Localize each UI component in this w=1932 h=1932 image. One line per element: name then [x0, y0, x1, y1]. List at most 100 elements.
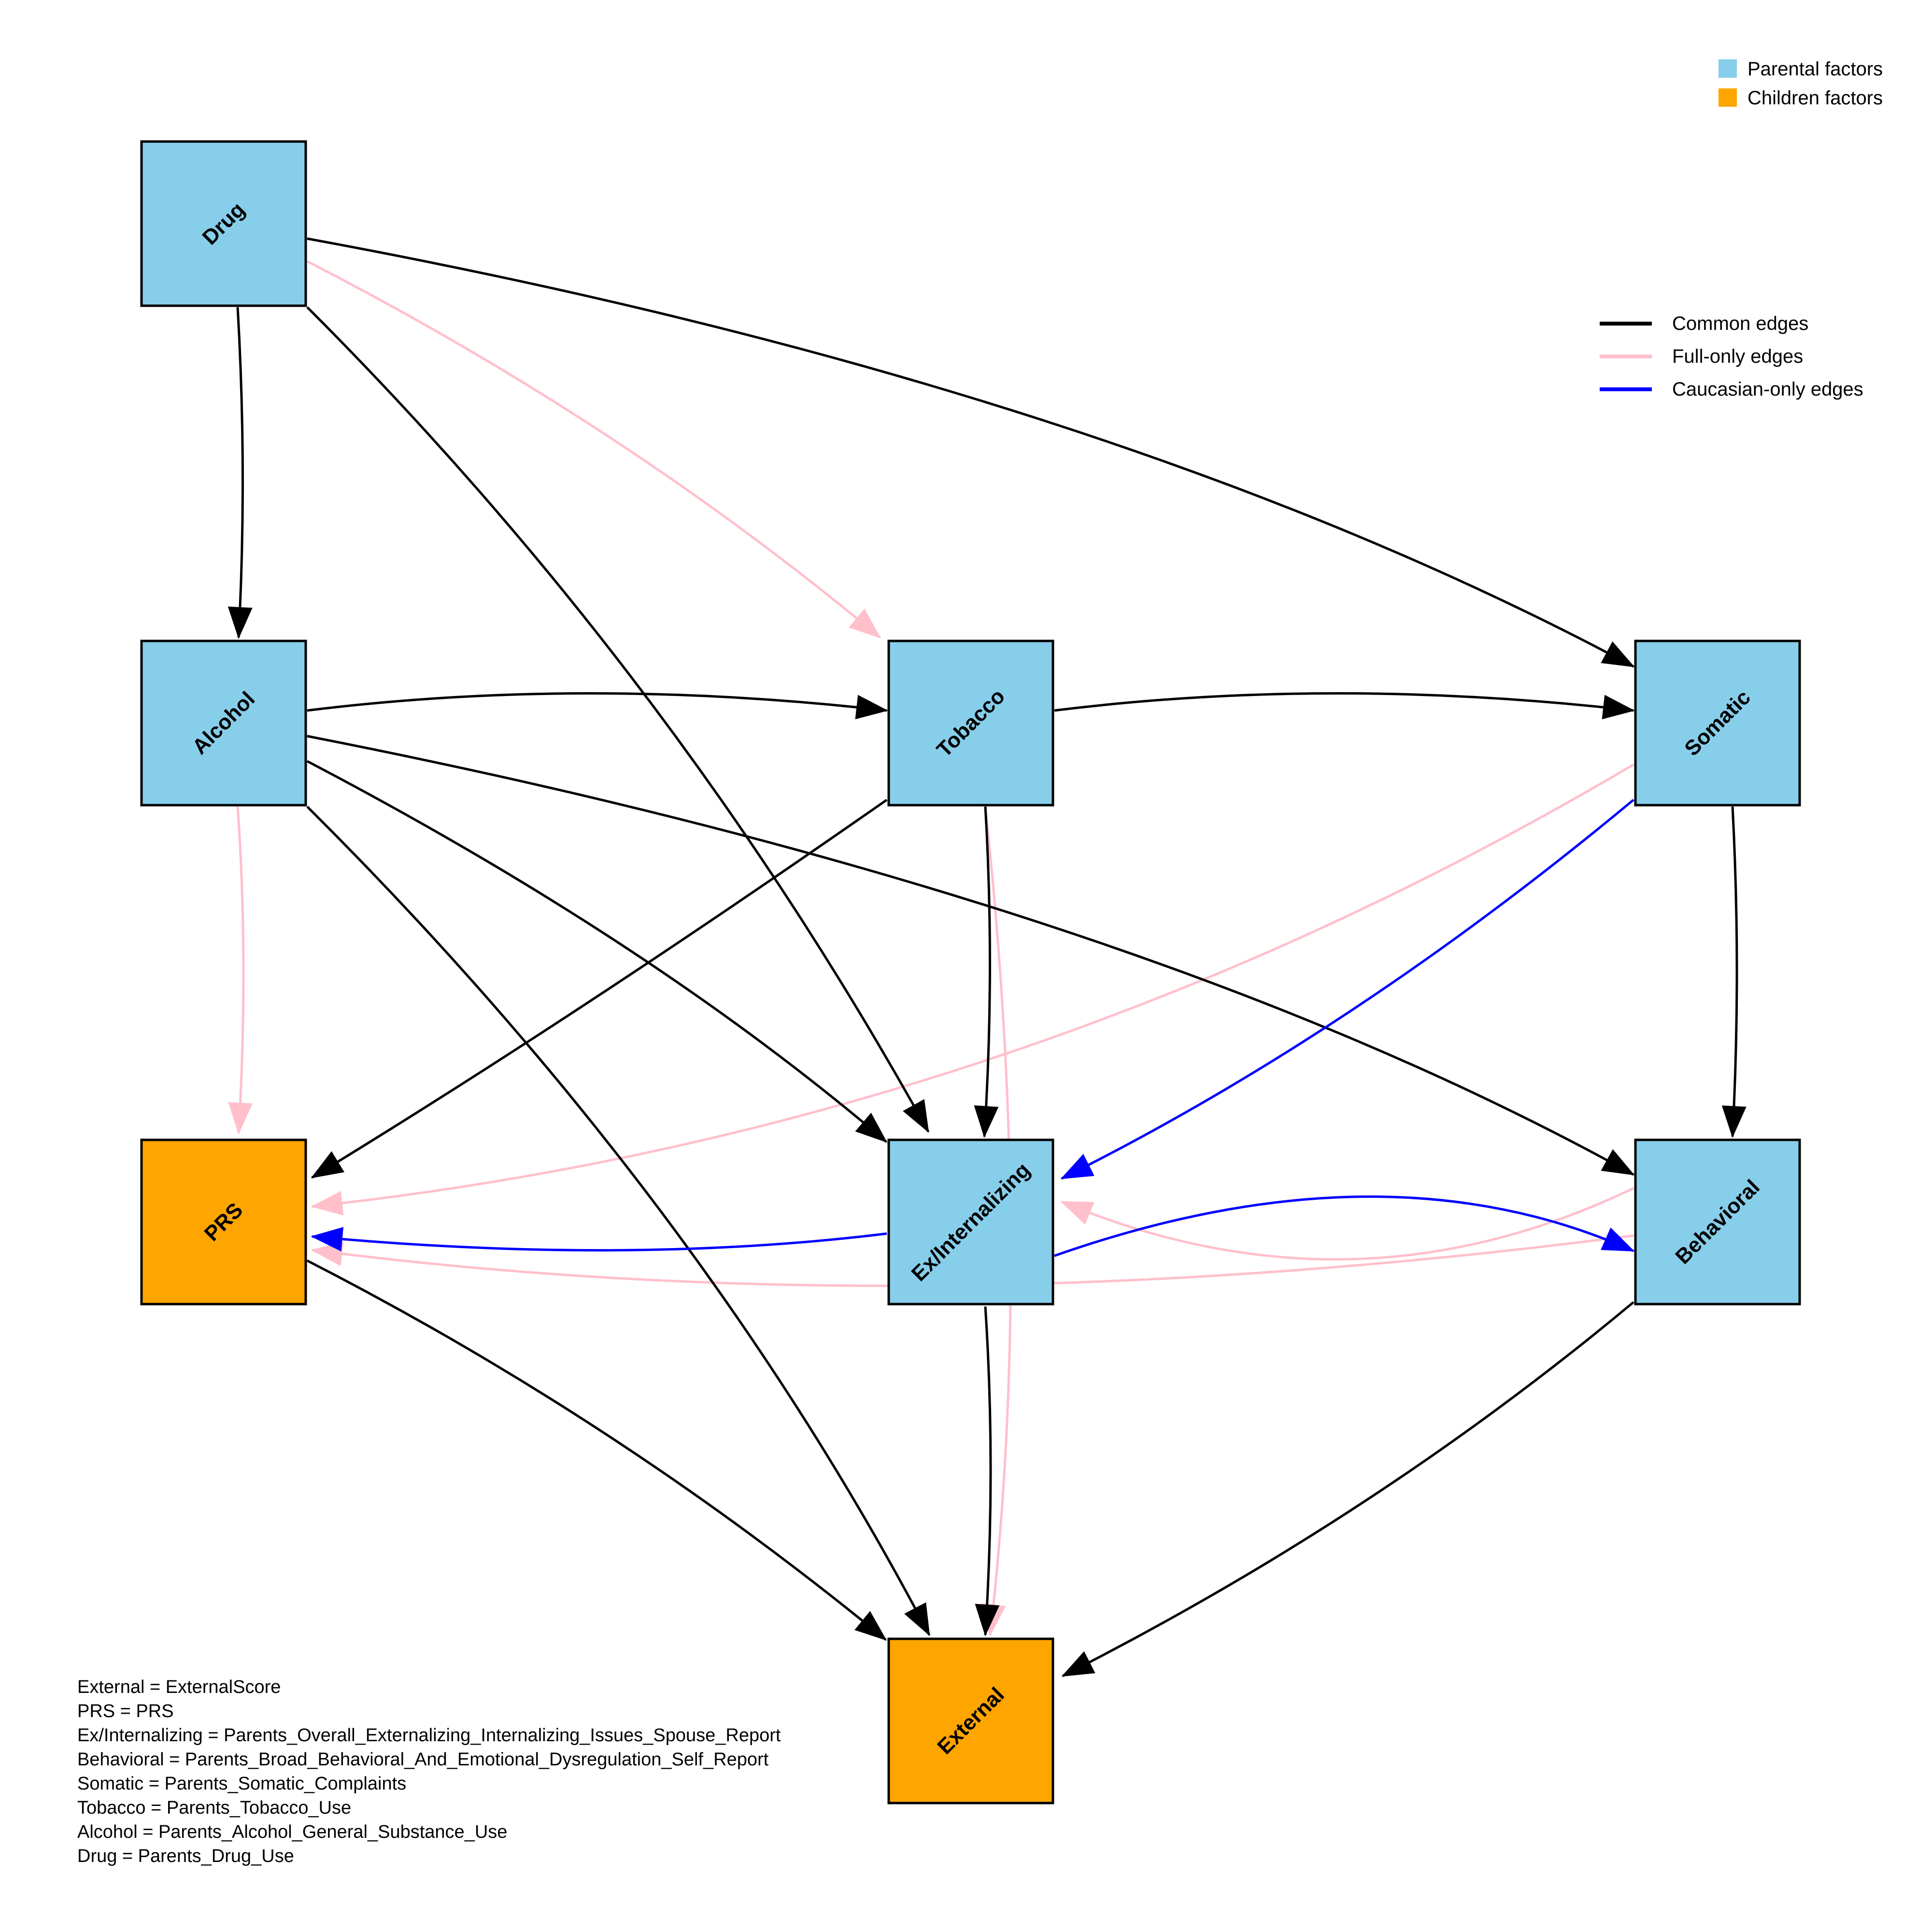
legend-node-label: Parental factors: [1747, 58, 1883, 80]
legend-edge-label: Caucasian-only edges: [1672, 379, 1863, 400]
edge-line-alcohol-prs: [236, 806, 245, 1134]
arrowhead-somatic-behavioral: [1721, 1105, 1747, 1138]
key-line: Somatic = Parents_Somatic_Complaints: [77, 1774, 406, 1794]
node-drug: Drug: [140, 140, 307, 307]
edge-line-tobacco-exint: [983, 806, 992, 1137]
node-box-somatic: [1634, 639, 1801, 807]
edge-exint-behavioral: [1054, 1195, 1635, 1257]
legend-swatch: [1719, 59, 1737, 78]
legend-node-item: Parental factors: [1719, 58, 1883, 80]
legend-edge-label: Full-only edges: [1672, 346, 1803, 367]
edges-layer: [227, 237, 1747, 1677]
edge-exint-prs: [311, 1227, 887, 1252]
legend-edge-label: Common edges: [1672, 313, 1808, 334]
edge-drug-alcohol: [227, 307, 253, 639]
edge-tobacco-somatic: [1054, 692, 1635, 720]
edge-drug-somatic: [307, 237, 1635, 668]
edge-line-alcohol-behavioral: [307, 735, 1634, 1176]
arrowhead-exint-behavioral: [1601, 1227, 1635, 1252]
legend-edge-item: Common edges: [1600, 313, 1808, 334]
edge-alcohol-external: [306, 806, 931, 1636]
legend-edge-item: Full-only edges: [1600, 346, 1803, 367]
arrowhead-drug-somatic: [1601, 641, 1635, 668]
node-prs: PRS: [140, 1138, 307, 1306]
node-box-behavioral: [1634, 1138, 1801, 1306]
arrowhead-alcohol-prs: [228, 1102, 253, 1135]
edge-drug-tobacco: [306, 260, 881, 639]
edge-somatic-exint: [1060, 799, 1634, 1180]
edge-line-tobacco-somatic: [1054, 692, 1634, 712]
key-line: Ex/Internalizing = Parents_Overall_Exter…: [77, 1725, 781, 1746]
arrowhead-alcohol-external: [904, 1602, 930, 1636]
edge-behavioral-external: [1061, 1301, 1634, 1677]
legend-swatch: [1719, 88, 1737, 107]
key-line: Tobacco = Parents_Tobacco_Use: [77, 1798, 351, 1818]
arrowhead-somatic-prs: [311, 1191, 344, 1216]
key-line: Alcohol = Parents_Alcohol_General_Substa…: [77, 1822, 507, 1842]
edge-alcohol-exint: [306, 760, 888, 1143]
legend-node-item: Children factors: [1719, 87, 1883, 109]
node-box-exint: [887, 1138, 1054, 1306]
arrowhead-behavioral-external: [1061, 1651, 1095, 1677]
key-line: PRS = PRS: [77, 1701, 174, 1721]
node-alcohol: Alcohol: [140, 639, 307, 807]
arrowhead-drug-tobacco: [849, 609, 881, 639]
arrowhead-alcohol-exint: [855, 1112, 888, 1143]
node-box-prs: [140, 1138, 307, 1306]
node-somatic: Somatic: [1634, 639, 1801, 807]
arrowhead-tobacco-prs: [311, 1151, 345, 1179]
edge-alcohol-prs: [228, 806, 253, 1135]
edge-line-exint-prs: [312, 1232, 887, 1252]
arrowhead-drug-alcohol: [227, 606, 253, 639]
node-exint: Ex/Internalizing: [887, 1138, 1054, 1306]
edge-tobacco-exint: [974, 806, 999, 1138]
edge-line-drug-tobacco: [306, 260, 881, 639]
edge-line-drug-alcohol: [236, 307, 244, 638]
edge-line-tobacco-prs: [311, 798, 888, 1179]
edge-tobacco-prs: [311, 798, 888, 1179]
edge-prs-external: [306, 1259, 887, 1641]
edge-line-behavioral-external: [1062, 1301, 1634, 1677]
node-behavioral: Behavioral: [1634, 1138, 1801, 1306]
arrowhead-tobacco-exint: [974, 1105, 999, 1138]
edge-line-exint-behavioral: [1054, 1195, 1634, 1257]
arrowhead-somatic-exint: [1060, 1154, 1094, 1179]
edge-line-alcohol-tobacco: [307, 692, 887, 712]
arrowhead-exint-external: [975, 1604, 1000, 1636]
node-box-drug: [140, 140, 307, 307]
key-line: External = ExternalScore: [77, 1677, 281, 1697]
edge-line-somatic-behavioral: [1731, 806, 1738, 1137]
node-box-external: [887, 1637, 1054, 1804]
edge-line-drug-exint: [306, 306, 930, 1133]
edge-drug-exint: [306, 306, 930, 1133]
edge-line-alcohol-exint: [306, 760, 887, 1143]
edge-line-somatic-exint: [1061, 799, 1634, 1180]
edge-somatic-prs: [311, 763, 1634, 1216]
arrowhead-prs-external: [854, 1611, 887, 1641]
edge-line-behavioral-exint: [1061, 1187, 1634, 1261]
node-box-alcohol: [140, 639, 307, 807]
node-tobacco: Tobacco: [887, 639, 1054, 807]
arrowhead-tobacco-somatic: [1602, 695, 1635, 720]
node-external: External: [887, 1637, 1054, 1804]
edge-line-prs-external: [306, 1259, 887, 1641]
edge-somatic-behavioral: [1721, 806, 1747, 1138]
arrowhead-drug-exint: [903, 1099, 929, 1133]
arrowhead-behavioral-exint: [1060, 1201, 1094, 1225]
edge-alcohol-behavioral: [307, 735, 1635, 1176]
edge-line-exint-external: [984, 1306, 992, 1635]
edge-exint-external: [975, 1306, 1000, 1636]
edge-alcohol-tobacco: [307, 692, 888, 720]
arrowhead-alcohol-behavioral: [1601, 1149, 1635, 1176]
edge-behavioral-exint: [1060, 1187, 1634, 1261]
edge-line-drug-somatic: [307, 237, 1634, 668]
key-line: Behavioral = Parents_Broad_Behavioral_An…: [77, 1749, 769, 1770]
node-box-tobacco: [887, 639, 1054, 807]
edge-line-alcohol-external: [306, 806, 931, 1636]
arrowhead-exint-prs: [311, 1227, 344, 1252]
